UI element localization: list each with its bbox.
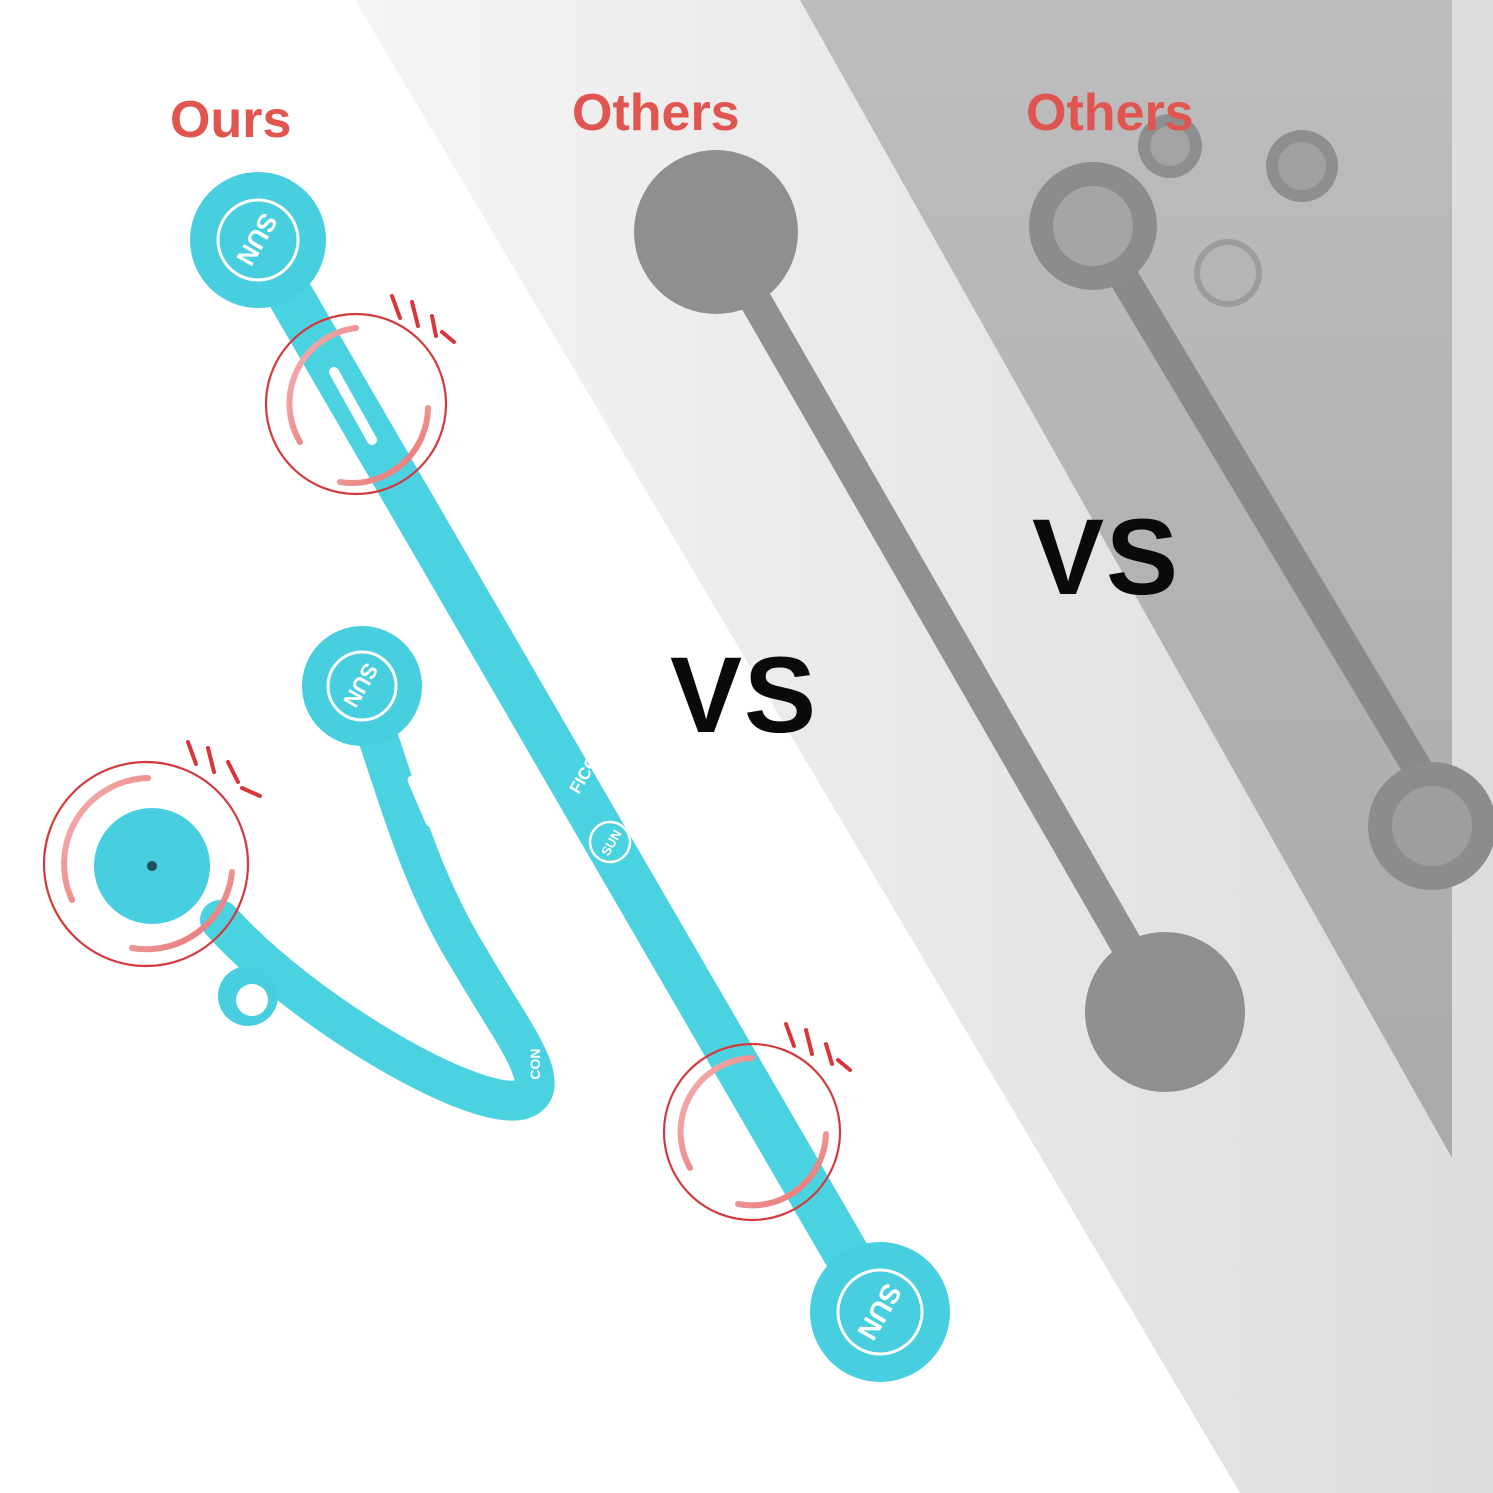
others-product-1 [634,150,1245,1092]
ours-top-disc [190,172,326,308]
highlight-ring-bottom [662,1022,852,1222]
ours-bottom-logo-ring [836,1268,924,1356]
heading-others-2: Others [1026,84,1194,142]
vs-label-1: VS [670,634,819,755]
ours-slot-bottom [710,1084,766,1178]
ours-slot-top [329,367,377,445]
highlight-ring-top [264,294,456,496]
ours-loop-top-disc [302,626,422,746]
highlight-ring-left [42,740,262,968]
ours-product [94,172,950,1382]
others-2-strap [1078,211,1467,841]
ours-loop-logo-ring [326,650,398,722]
ours-brand-badge [588,820,632,864]
others-1-top-disc [634,150,798,314]
brand-tail-text: CON [527,1048,543,1079]
ours-bottom-disc [810,1242,950,1382]
others-1-strap [700,216,1181,1028]
ours-top-logo-ring [216,198,300,282]
ours-loop-end-dot [147,861,157,871]
vs-label-2: VS [1032,496,1181,617]
dark-panel [800,0,1452,1158]
others-product-2 [1029,114,1493,890]
heading-others-1: Others [572,84,740,142]
others-1-bottom-disc [1085,932,1245,1092]
ours-loop-strap [200,670,555,1121]
ours-loop-slot [407,775,435,827]
heading-ours: Ours [170,91,292,149]
